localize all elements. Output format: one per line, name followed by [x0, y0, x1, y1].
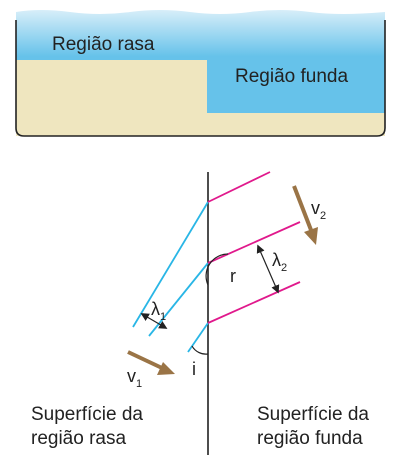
- left-caption-line-2: região rasa: [31, 428, 126, 449]
- deep-sand: [207, 113, 385, 136]
- shallow-region-label: Região rasa: [52, 34, 155, 55]
- left-caption-line-1: Superfície da: [31, 404, 143, 425]
- right-caption-line-1: Superfície da: [257, 404, 369, 425]
- incident-wavefront: [187, 322, 209, 353]
- incident-velocity-arrow: [127, 350, 175, 375]
- deep-region-label: Região funda: [235, 66, 348, 87]
- refracted-speed-label: v2: [311, 198, 326, 222]
- refracted-wavefronts: [207, 171, 301, 324]
- refracted-wavelength-arrow: [256, 244, 280, 294]
- incident-wavefronts: [132, 201, 209, 353]
- incident-wavefront: [132, 201, 209, 328]
- refracted-wavefront: [207, 221, 301, 264]
- tank-outline: [15, 20, 386, 137]
- refraction-angle-arc: [205, 253, 229, 286]
- shallow-sand: [16, 60, 207, 136]
- refracted-velocity-arrow: [292, 185, 318, 245]
- incident-wavelength-label: λ1: [151, 299, 166, 323]
- incidence-angle-arc: [191, 345, 209, 355]
- incident-wavelength-arrow: [140, 313, 168, 329]
- right-caption-line-2: região funda: [257, 428, 363, 449]
- refracted-wavefront: [207, 171, 271, 203]
- incident-speed-label: v1: [127, 366, 142, 390]
- refracted-wavelength-label: λ2: [272, 250, 287, 274]
- incidence-angle-label: i: [192, 359, 196, 379]
- refraction-angle-label: r: [230, 266, 236, 286]
- tank: Região rasa Região funda: [15, 10, 386, 137]
- refracted-wavefront: [207, 281, 301, 324]
